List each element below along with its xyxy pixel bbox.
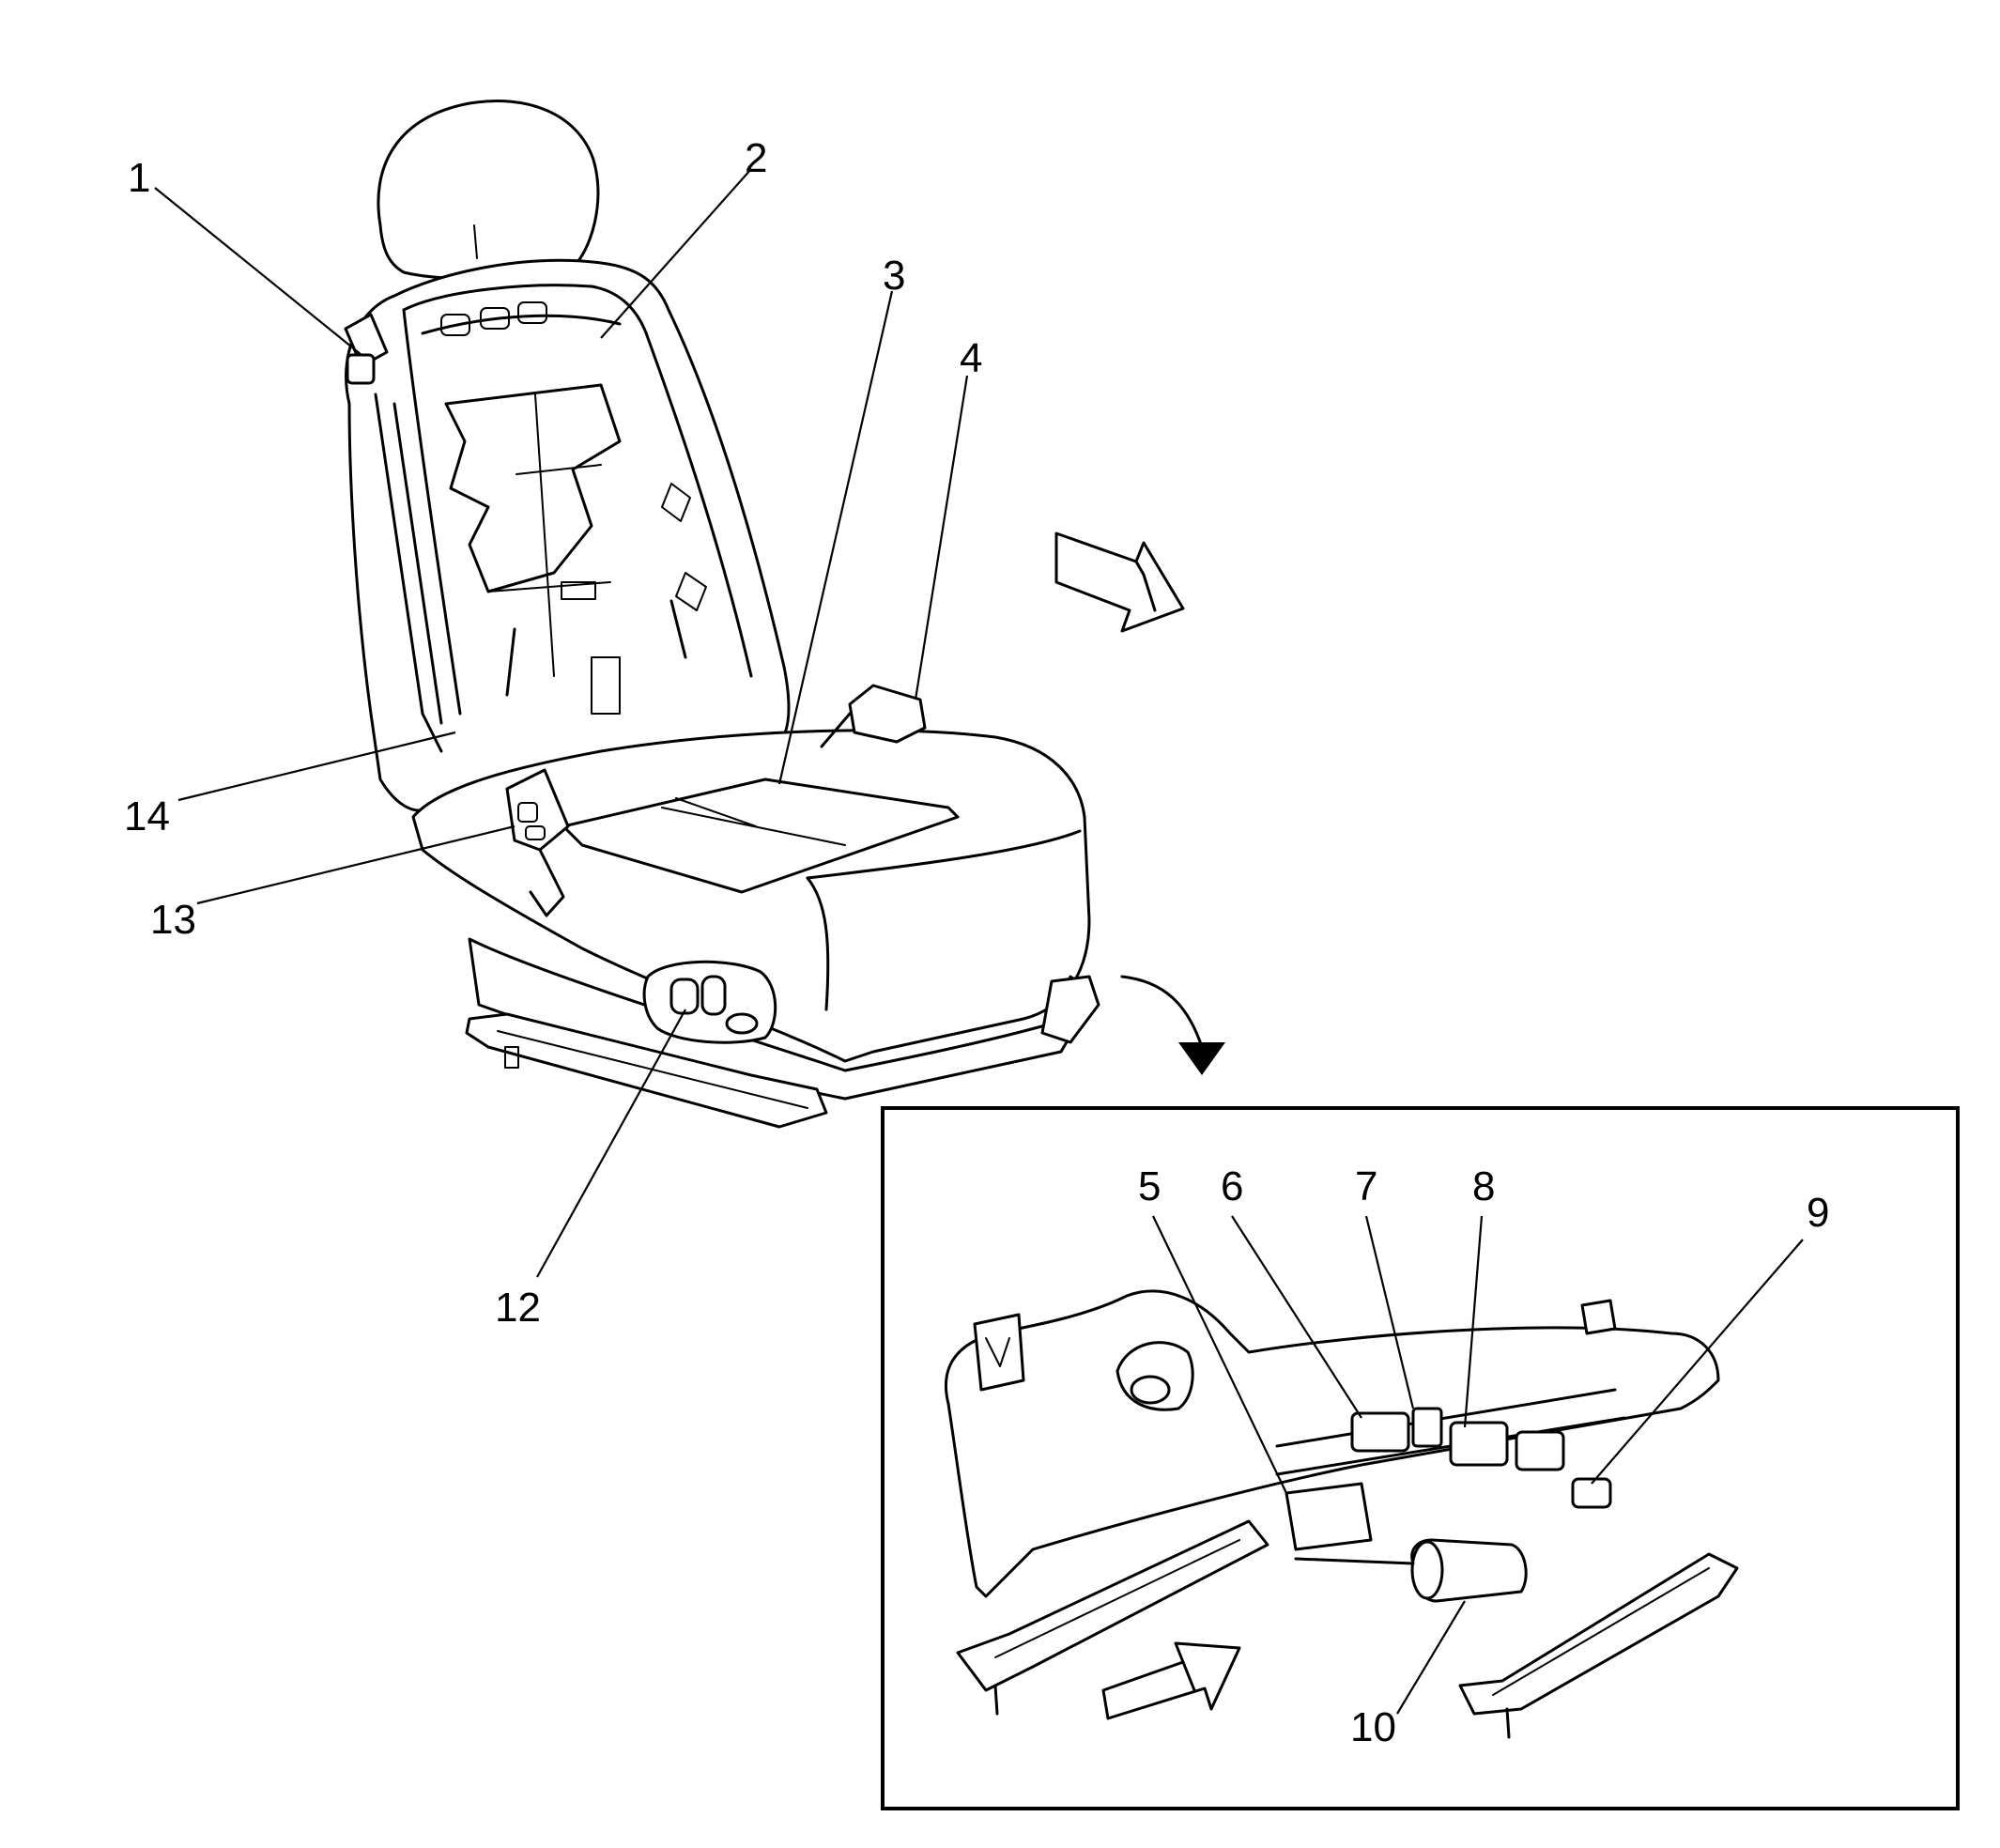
leader-4 bbox=[914, 375, 969, 701]
headrest bbox=[377, 100, 600, 281]
leader-5 bbox=[1152, 1215, 1287, 1494]
callout-13: 13 bbox=[150, 897, 196, 943]
callout-9: 9 bbox=[1807, 1190, 1829, 1236]
callout-14: 14 bbox=[124, 793, 170, 839]
seat-assembly bbox=[344, 100, 1100, 1129]
leader-10 bbox=[1396, 1600, 1466, 1715]
inset-border bbox=[881, 1106, 1960, 1810]
leader-7 bbox=[1364, 1215, 1415, 1409]
callout-2: 2 bbox=[745, 135, 767, 181]
direction-arrow-forward bbox=[1054, 531, 1185, 633]
callout-1: 1 bbox=[128, 155, 150, 201]
leader-12 bbox=[536, 1009, 686, 1278]
callout-3: 3 bbox=[883, 253, 905, 299]
leader-14 bbox=[177, 731, 456, 802]
leader-8 bbox=[1463, 1215, 1484, 1428]
leader-2 bbox=[600, 168, 752, 339]
seat-heater-pad bbox=[562, 778, 960, 894]
leader-13 bbox=[196, 824, 515, 905]
leader-1 bbox=[154, 187, 362, 356]
callout-4: 4 bbox=[960, 335, 982, 381]
callout-7: 7 bbox=[1355, 1163, 1377, 1209]
callout-12: 12 bbox=[495, 1285, 541, 1331]
callout-10: 10 bbox=[1350, 1704, 1396, 1750]
inset-direction-arrow bbox=[1101, 1641, 1241, 1720]
callout-labels: 1 2 3 4 5 6 7 8 9 10 12 13 14 bbox=[124, 135, 1829, 1750]
callout-8: 8 bbox=[1472, 1163, 1495, 1209]
seat-track-left bbox=[465, 1012, 828, 1129]
seatback-shell bbox=[345, 258, 791, 812]
callout-5: 5 bbox=[1138, 1163, 1161, 1209]
callout-6: 6 bbox=[1221, 1163, 1243, 1209]
leader-6 bbox=[1231, 1215, 1362, 1419]
detail-inset bbox=[881, 1106, 1960, 1810]
callout-leaders bbox=[154, 168, 1804, 1715]
seat-cushion bbox=[411, 729, 1091, 1063]
view-detail-arrow bbox=[1120, 975, 1225, 1075]
leader-9 bbox=[1591, 1239, 1804, 1485]
leader-3 bbox=[777, 290, 894, 785]
seat-track-right bbox=[1040, 975, 1100, 1044]
seatbelt-buckle bbox=[848, 684, 927, 744]
